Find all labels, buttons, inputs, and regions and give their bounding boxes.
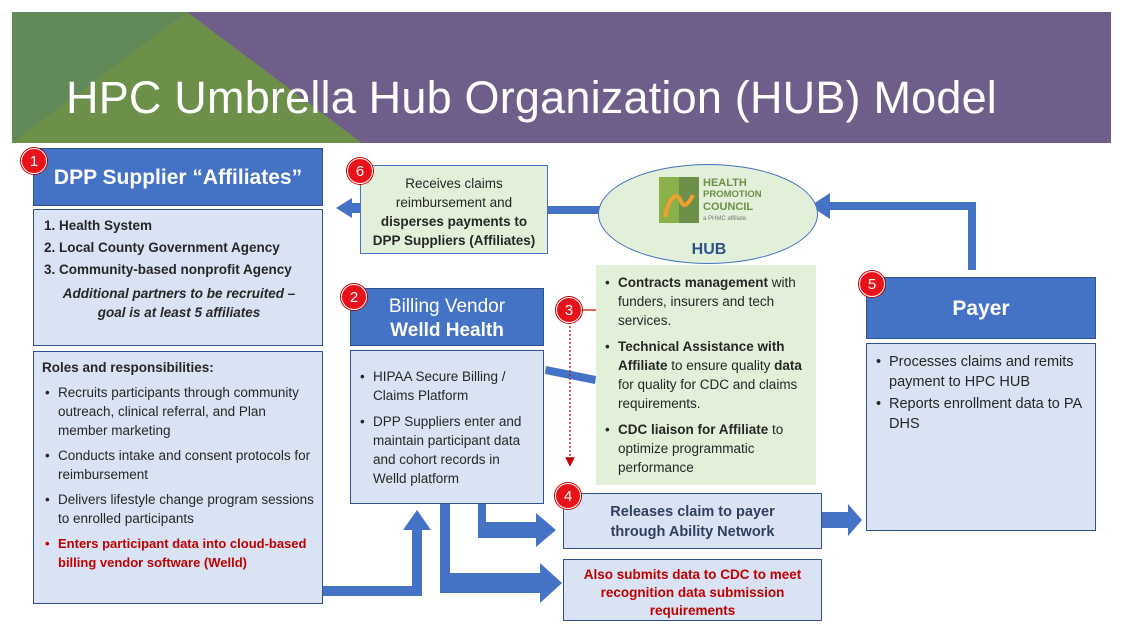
hub-label: HUB [691,241,727,258]
payer-item: Reports enrollment data to PA DHS [873,394,1089,434]
affiliate-item: 1. Health System [44,218,153,233]
roles-box: Roles and responsibilities: Recruits par… [33,351,323,604]
vendor-item: DPP Suppliers enter and maintain partici… [357,412,537,488]
hpc-logo-icon [659,177,699,223]
title-banner [12,12,1111,143]
vendor-line2: Welld Health [390,320,504,341]
vendor-to-cdc-arrow [440,563,562,603]
affiliates-header-label: DPP Supplier “Affiliates” [53,166,303,189]
badge-4: 4 [555,483,581,509]
affiliates-list: 1. Health System 2. Local County Governm… [33,209,323,346]
claims-to-affiliates-arrow [336,198,360,218]
badge-2: 2 [341,284,367,310]
cdc-text: Also submits data to CDC to meet recogni… [583,567,802,618]
hub-role-item: Contracts management with funders, insur… [602,273,808,330]
payer-to-hub-arrowhead [810,193,830,219]
release-text: Releases claim to payer through Ability … [610,504,775,540]
affiliates-header: DPP Supplier “Affiliates” [33,148,323,206]
payer-header-label: Payer [952,297,1010,320]
claims-box: Receives claims reimbursement and disper… [360,165,548,254]
hub-roles-box: Contracts management with funders, insur… [596,265,816,485]
roles-highlight: Enters participant data into cloud-based… [42,534,314,572]
hub-node: HEALTH PROMOTION COUNCIL a PHMC affiliat… [598,164,818,264]
logo-line2: PROMOTION [703,189,762,200]
hub-role-item: Technical Assistance with Affiliate to e… [602,337,808,413]
affiliates-note: Additional partners to be recruited – go… [62,286,296,320]
badge-1: 1 [21,148,47,174]
logo-line3: COUNCIL [703,201,754,213]
payer-box: Processes claims and remits payment to H… [866,343,1096,531]
affiliates-to-vendor-arrow [403,510,431,530]
page-title: HPC Umbrella Hub Organization (HUB) Mode… [66,72,998,123]
vendor-to-release-arrow [478,513,556,547]
vendor-header: Billing Vendor Welld Health [350,288,544,346]
logo-sub: a PHMC affiliate [703,216,747,222]
roles-item: Delivers lifestyle change program sessio… [42,490,314,528]
affiliate-item: 2. Local County Government Agency [44,240,280,255]
payer-item: Processes claims and remits payment to H… [873,352,1089,392]
banner-background [12,12,1111,143]
payer-to-hub-line [830,202,976,210]
release-box: Releases claim to payer through Ability … [563,493,822,549]
hpc-logo: HEALTH PROMOTION COUNCIL a PHMC affiliat… [659,175,762,235]
claims-text-bold: disperses payments to DPP Suppliers (Aff… [372,214,536,248]
roles-item: Conducts intake and consent protocols fo… [42,446,314,484]
cdc-box: Also submits data to CDC to meet recogni… [563,559,822,621]
badge-3: 3 [556,297,582,323]
vendor-line1: Billing Vendor [388,296,506,317]
claims-text: Receives claims reimbursement and [395,176,513,210]
logo-line1: HEALTH [703,177,747,189]
badge-6: 6 [347,158,373,184]
payer-header: Payer [866,277,1096,339]
roles-heading: Roles and responsibilities: [42,360,214,375]
roles-item: Recruits participants through community … [42,383,314,440]
hub-role-item: CDC liaison for Affiliate to optimize pr… [602,420,808,477]
affiliate-item: 3. Community-based nonprofit Agency [44,262,292,277]
payer-up-line [968,205,976,270]
hub-to-claims-line [520,206,600,214]
badge-5: 5 [859,271,885,297]
vendor-item: HIPAA Secure Billing / Claims Platform [357,367,537,405]
vendor-box: HIPAA Secure Billing / Claims Platform D… [350,350,544,504]
release-to-payer-arrow [822,504,862,536]
logo-text: HEALTH PROMOTION COUNCIL a PHMC affiliat… [703,177,762,225]
